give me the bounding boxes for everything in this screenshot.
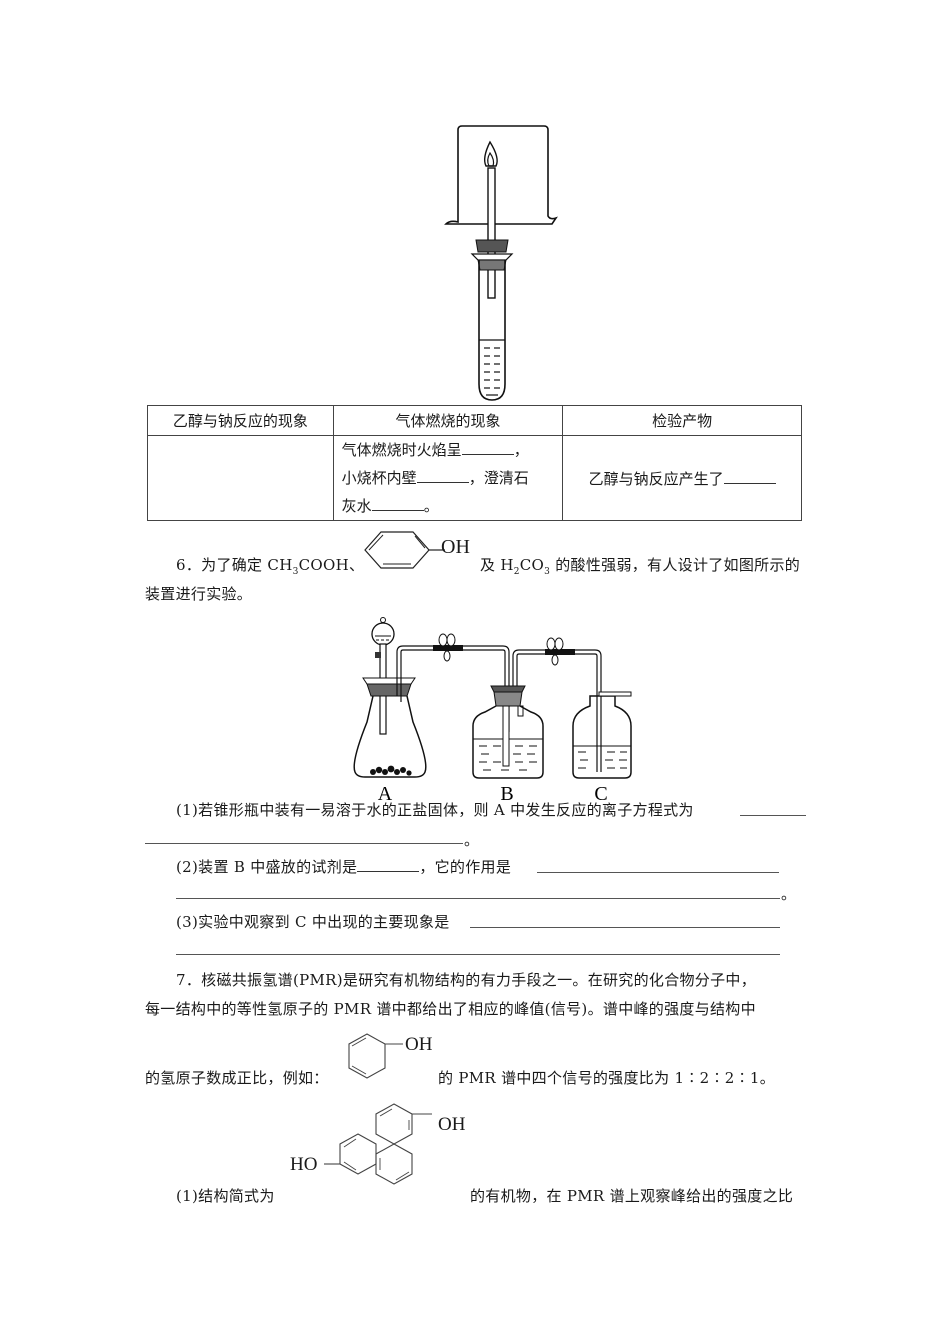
q6-intro-line2: 装置进行实验。 (145, 585, 253, 603)
q6-sub2-reagent-blank[interactable] (357, 857, 420, 872)
q7-diol-ho-left: HO (290, 1154, 318, 1175)
answer-blank-limewater[interactable] (371, 496, 424, 511)
q7-phenol-oh-label: OH (405, 1034, 433, 1055)
q6-sub3-text: (3)实验中观察到 C 中出现的主要现象是 (176, 913, 450, 931)
q6-phenol-oh-label: OH (441, 536, 470, 558)
table-row: 气体燃烧时火焰呈， 小烧杯内壁，澄清石 灰水。 乙醇与钠反应产生了 (147, 435, 802, 521)
liquid-dashes (484, 347, 500, 396)
inverted-beaker (444, 125, 558, 225)
q7-sub1-b: 的有机物，在 PMR 谱上观察峰给出的强度之比 (470, 1187, 794, 1205)
q6-sub2-text-a: (2)装置 B 中盛放的试剂是，它的作用是 (176, 857, 512, 876)
cell-ethanol-sodium-phenomenon[interactable] (147, 435, 334, 521)
q7-sub1-a: (1)结构简式为 (176, 1187, 275, 1205)
header-gas-burning: 气体燃烧的现象 (332, 405, 564, 436)
q6-intro-line1: 6．为了确定 CH3COOH、 (176, 556, 365, 577)
label-c: C (594, 783, 607, 805)
bottle-b (472, 649, 575, 779)
answer-blank-beaker-wall[interactable] (416, 468, 469, 483)
phenol-structure-icon (364, 531, 445, 569)
label-a: A (378, 783, 393, 805)
test-tube (478, 260, 506, 401)
phenanthrenediol-structure-icon (324, 1103, 432, 1185)
q6-sub2-purpose-blank-b[interactable] (176, 898, 780, 899)
label-b: B (500, 783, 513, 805)
rubber-stopper (475, 239, 509, 253)
answer-blank-flame-color[interactable] (461, 440, 514, 455)
glass-tube (487, 167, 496, 299)
phenol-structure-icon (348, 1033, 403, 1079)
cell-test-product: 乙醇与钠反应产生了 (562, 435, 802, 521)
bottle-c (572, 691, 632, 779)
gas-combustion-figure (444, 125, 558, 401)
q6-sub1-end: 。 (464, 831, 480, 849)
answer-blank-product[interactable] (723, 469, 776, 484)
observation-table: 乙醇与钠反应的现象 气体燃烧的现象 检验产物 气体燃烧时火焰呈， 小烧杯内壁，澄… (147, 405, 802, 521)
acid-strength-apparatus-figure: A B C (353, 617, 632, 805)
flask-a (353, 617, 463, 778)
q6-sub2-end: 。 (781, 885, 797, 903)
q7-line2: 每一结构中的等性氢原子的 PMR 谱中都给出了相应的峰值(信号)。谱中峰的强度与… (145, 1000, 756, 1018)
q6-sub1-blank-a[interactable] (740, 815, 806, 816)
q7-line3-b: 的 PMR 谱中四个信号的强度比为 1∶2∶2∶1。 (438, 1069, 776, 1087)
cell-gas-burning-phenomenon: 气体燃烧时火焰呈， 小烧杯内壁，澄清石 灰水。 (332, 435, 564, 521)
q6-intro-line1-cont: 及 H2CO3 的酸性强弱，有人设计了如图所示的 (480, 556, 801, 577)
q7-diol-oh-right: OH (438, 1114, 466, 1135)
q6-sub3-blank-a[interactable] (470, 927, 780, 928)
pinch-clamp-1-icon (433, 633, 463, 662)
q7-line3-a: 的氢原子数成正比，例如： (145, 1069, 329, 1087)
pinch-clamp-2-icon (545, 637, 575, 666)
header-test-product: 检验产物 (562, 405, 802, 436)
q7-line1: 7．核磁共振氢谱(PMR)是研究有机物结构的有力手段之一。在研究的化合物分子中， (176, 971, 756, 989)
header-ethanol-sodium: 乙醇与钠反应的现象 (147, 405, 334, 436)
q6-sub1-blank-b[interactable] (145, 843, 463, 844)
q6-sub1-text: (1)若锥形瓶中装有一易溶于水的正盐固体，则 A 中发生反应的离子方程式为 (176, 801, 694, 819)
q6-sub3-blank-b[interactable] (176, 954, 780, 955)
table-header-row: 乙醇与钠反应的现象 气体燃烧的现象 检验产物 (147, 405, 802, 436)
q6-sub2-purpose-blank-a[interactable] (537, 872, 779, 873)
